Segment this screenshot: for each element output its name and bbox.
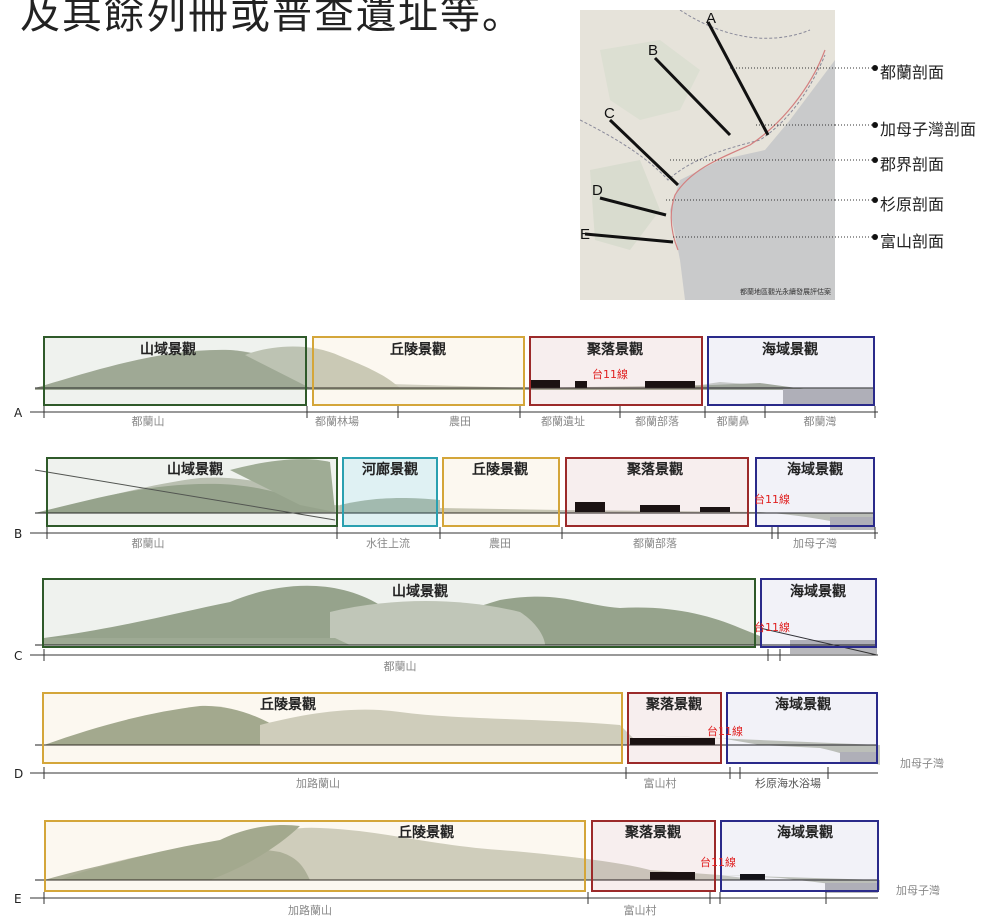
profile-b: 山域景觀 河廊景觀 丘陵景觀 聚落景觀 海域景觀 台11線 B 都蘭山 水往上流… — [14, 457, 878, 550]
profile-b-zone-4: 聚落景觀 — [626, 461, 683, 478]
profile-b-place-2: 水往上流 — [366, 536, 410, 550]
profile-a-place-5: 都蘭部落 — [635, 414, 679, 428]
map-caption: 都蘭地區觀光永續發展評估案 — [740, 288, 831, 296]
profile-e-letter: E — [14, 892, 22, 906]
map-letter-b: B — [648, 42, 659, 59]
profile-c-letter: C — [14, 649, 22, 663]
intro-text: 及其餘列冊或普查遺址等。 — [20, 0, 524, 38]
profile-e-place-1: 加路蘭山 — [288, 904, 332, 917]
profile-b-place-5: 加母子灣 — [793, 537, 837, 550]
map-letter-e: E — [580, 226, 591, 243]
profile-b-letter: B — [14, 527, 22, 541]
profile-e: 丘陵景觀 聚落景觀 海域景觀 台11線 E 加路蘭山 富山村 加母子灣 — [14, 820, 940, 917]
profile-e-zone-2: 聚落景觀 — [624, 824, 681, 841]
map-letter-a: A — [706, 10, 717, 27]
callout-fushan: 富山剖面 — [880, 232, 945, 251]
profile-a-place-1: 都蘭山 — [132, 415, 165, 428]
callout-junjie: 郡界剖面 — [880, 155, 945, 174]
profile-d-zone-1: 丘陵景觀 — [260, 696, 316, 713]
profile-e-place-2: 富山村 — [624, 903, 657, 917]
profile-b-zone-1: 山域景觀 — [167, 461, 223, 478]
profile-a-place-2: 都蘭林場 — [315, 414, 359, 428]
profile-c-zone-1: 山域景觀 — [392, 583, 448, 600]
profile-d-place-3: 杉原海水浴場 — [755, 776, 821, 790]
profile-a-road: 台11線 — [592, 367, 628, 381]
profile-c-road: 台11線 — [754, 620, 790, 634]
profile-c-zone-2: 海域景觀 — [790, 583, 846, 600]
profile-c: 山域景觀 海域景觀 台11線 C 都蘭山 — [14, 578, 878, 673]
profile-e-zone-3: 海域景觀 — [777, 824, 833, 841]
map-letter-c: C — [604, 105, 615, 122]
profile-b-zone-3: 丘陵景觀 — [472, 461, 528, 478]
profile-e-zone-1: 丘陵景觀 — [398, 824, 454, 841]
profile-a-place-6: 都蘭鼻 — [717, 414, 750, 428]
profile-c-place-1: 都蘭山 — [384, 660, 417, 673]
profile-b-place-1: 都蘭山 — [132, 537, 165, 550]
profile-a-zone-3: 聚落景觀 — [586, 341, 643, 358]
profile-b-place-4: 都蘭部落 — [633, 536, 677, 550]
profile-a: 山域景觀 丘陵景觀 聚落景觀 海域景觀 台11線 A 都蘭山 都蘭林場 農田 都… — [14, 336, 878, 428]
profile-d-letter: D — [14, 767, 23, 781]
profile-d-road: 台11線 — [707, 724, 743, 738]
location-map: A B C D E 都蘭地區觀光永續發展評估案 — [580, 10, 835, 300]
profile-a-zone-2: 丘陵景觀 — [390, 341, 446, 358]
profile-b-zone-5: 海域景觀 — [787, 461, 843, 478]
profile-b-road: 台11線 — [754, 492, 790, 506]
profile-d-zone-2: 聚落景觀 — [645, 696, 702, 713]
profile-d-place-4: 加母子灣 — [900, 757, 944, 770]
profile-a-zone-4: 海域景觀 — [762, 341, 818, 358]
callout-jiamuzi: 加母子灣剖面 — [880, 120, 977, 139]
callout-dulan: 都蘭剖面 — [880, 63, 945, 82]
profile-b-place-3: 農田 — [489, 536, 511, 550]
profile-a-place-7: 都蘭灣 — [804, 415, 837, 428]
map-letter-d: D — [592, 182, 603, 199]
map-graphic — [580, 10, 835, 300]
profile-a-zone-1: 山域景觀 — [140, 341, 196, 358]
profile-e-place-3: 加母子灣 — [896, 884, 940, 897]
profile-a-place-4: 都蘭遺址 — [541, 414, 585, 428]
profile-d-place-2: 富山村 — [644, 776, 677, 790]
profile-b-zone-2: 河廊景觀 — [362, 461, 418, 478]
profile-a-letter: A — [14, 406, 23, 420]
profile-e-road: 台11線 — [700, 855, 736, 869]
profile-a-place-3: 農田 — [449, 414, 471, 428]
profile-d-zone-3: 海域景觀 — [775, 696, 831, 713]
profile-d-place-1: 加路蘭山 — [296, 777, 340, 790]
profile-d: 丘陵景觀 聚落景觀 海域景觀 台11線 D 加路蘭山 富山村 杉原海水浴場 加母… — [14, 692, 944, 790]
callout-leaders — [835, 65, 878, 240]
callout-shanyuan: 杉原剖面 — [880, 195, 945, 214]
